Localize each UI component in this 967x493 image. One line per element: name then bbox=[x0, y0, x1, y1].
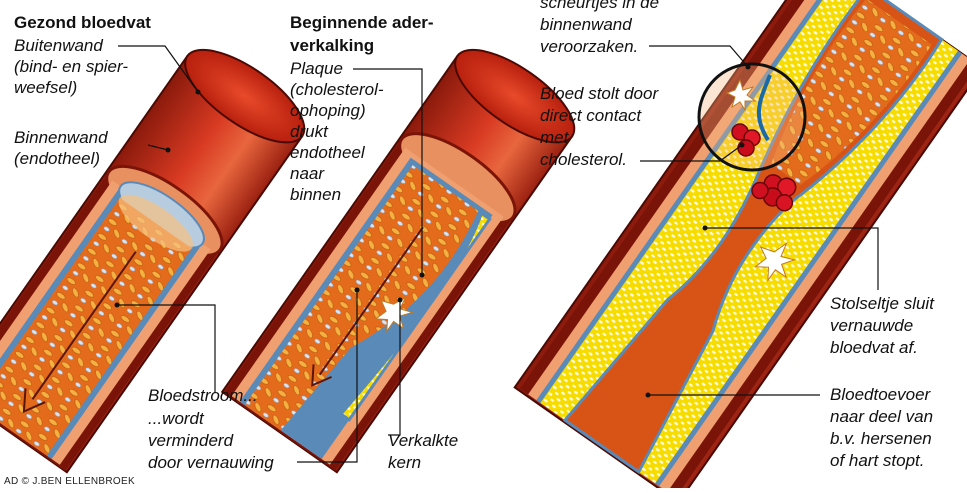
supply-label-1: Bloedtoevoer bbox=[830, 384, 930, 405]
panel2-title-2: verkalking bbox=[290, 35, 374, 56]
credit: AD © J.BEN ELLENBROEK bbox=[4, 476, 135, 488]
bloodstream-label: Bloedstroom... bbox=[148, 385, 258, 406]
tears-label-1: scheurtjes in de bbox=[540, 0, 659, 13]
plaque-label-6: naar bbox=[290, 163, 324, 184]
outer-wall-label-2: (bind- en spier- bbox=[14, 56, 128, 77]
supply-label-2: naar deel van bbox=[830, 406, 933, 427]
tears-label-3: veroorzaken. bbox=[540, 36, 638, 57]
clotting-label-3: met bbox=[540, 127, 568, 148]
reduced-label-3: door vernauwing bbox=[148, 452, 274, 473]
plaque-label-5: endotheel bbox=[290, 142, 365, 163]
clot-label-3: bloedvat af. bbox=[830, 337, 918, 358]
inner-wall-label-1: Binnenwand bbox=[14, 127, 108, 148]
clot-label-2: vernauwde bbox=[830, 315, 913, 336]
plaque-label-1: Plaque bbox=[290, 58, 343, 79]
clotting-label-1: Bloed stolt door bbox=[540, 83, 658, 104]
reduced-label-1: ...wordt bbox=[148, 408, 204, 429]
magnifier-circle bbox=[699, 64, 805, 170]
plaque-label-4: drukt bbox=[290, 121, 328, 142]
core-label-1: Verkalkte bbox=[388, 430, 458, 451]
clotting-label-2: direct contact bbox=[540, 105, 641, 126]
panel1-title: Gezond bloedvat bbox=[14, 12, 151, 33]
supply-label-3: b.v. hersenen bbox=[830, 428, 932, 449]
plaque-label-2: (cholesterol- bbox=[290, 79, 384, 100]
inner-wall-label-2: (endotheel) bbox=[14, 148, 100, 169]
clotting-label-4: cholesterol. bbox=[540, 149, 627, 170]
outer-wall-label-3: weefsel) bbox=[14, 77, 77, 98]
outer-wall-label-1: Buitenwand bbox=[14, 35, 103, 56]
clot-label-1: Stolseltje sluit bbox=[830, 293, 934, 314]
plaque-label-3: ophoping) bbox=[290, 100, 366, 121]
panel2-title-1: Beginnende ader- bbox=[290, 12, 434, 33]
leader-tears bbox=[649, 46, 748, 67]
tears-label-2: binnenwand bbox=[540, 14, 632, 35]
plaque-label-7: binnen bbox=[290, 184, 341, 205]
core-label-2: kern bbox=[388, 452, 421, 473]
reduced-label-2: verminderd bbox=[148, 430, 233, 451]
supply-label-4: of hart stopt. bbox=[830, 450, 925, 471]
